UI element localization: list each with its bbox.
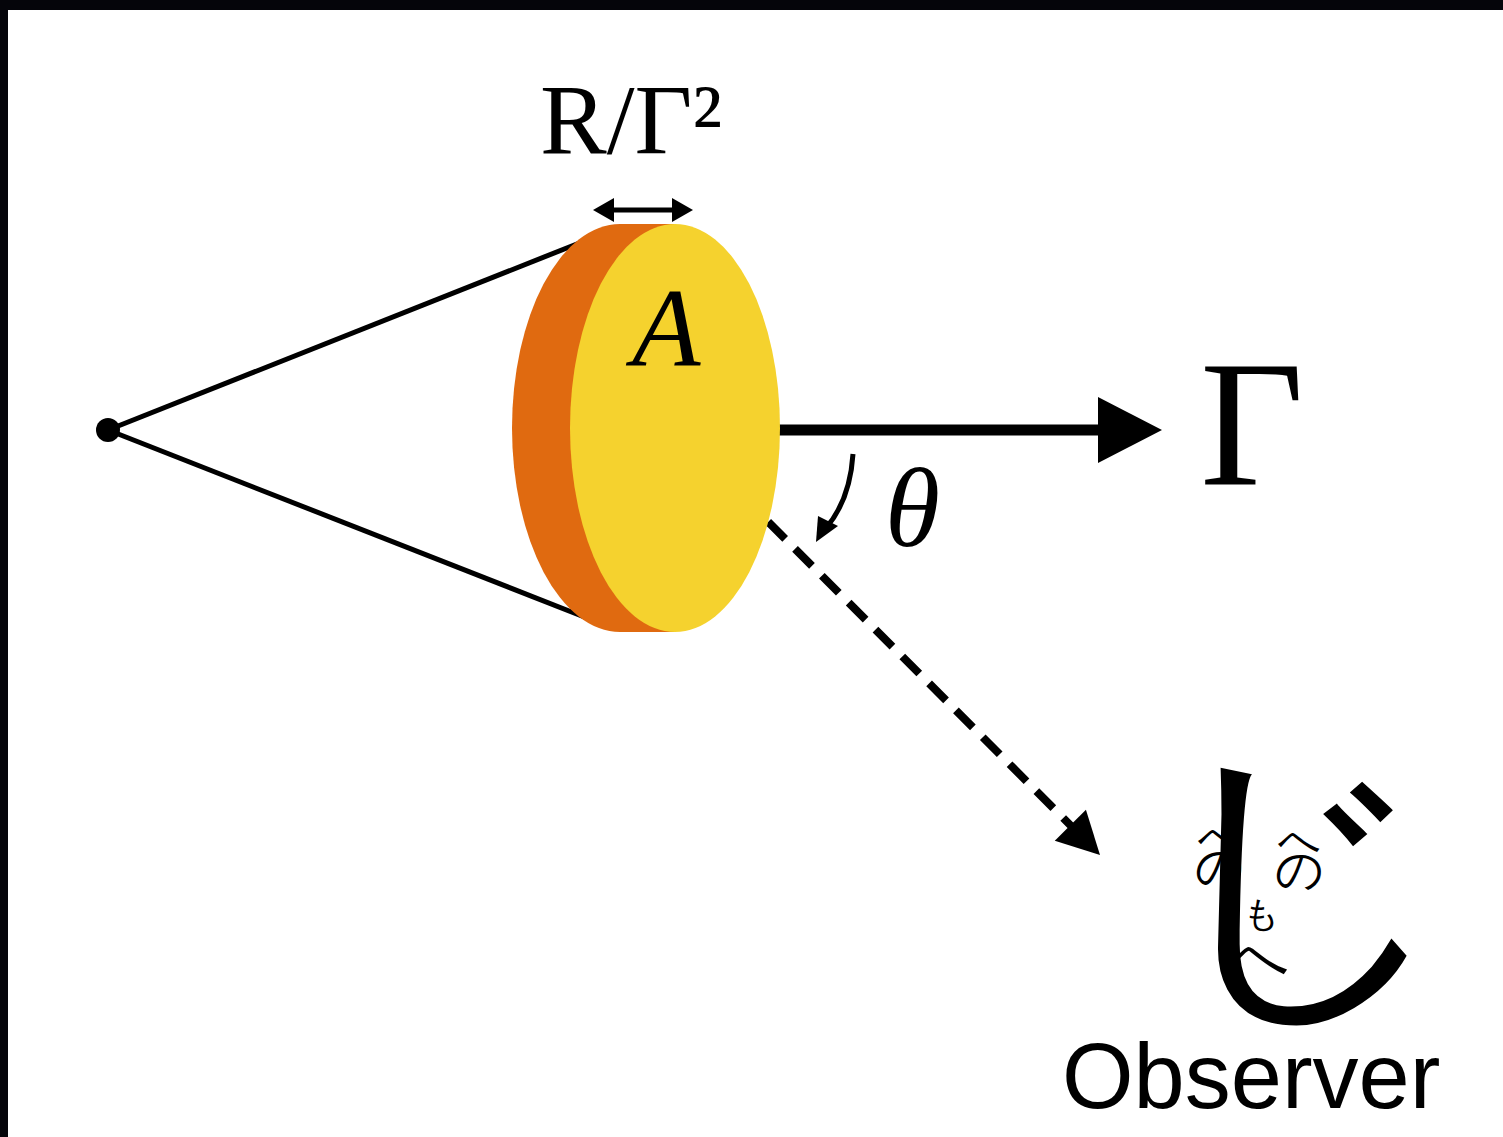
angle-arrow-head xyxy=(816,516,838,542)
shell-face-fill xyxy=(570,224,780,632)
shell-width: R/Γ² xyxy=(540,70,722,170)
lorentz-factor: Γ xyxy=(1200,335,1304,515)
area-symbol: A xyxy=(632,272,700,384)
face-outline: じ xyxy=(1150,728,1457,1028)
viewing-angle: θ xyxy=(885,452,940,564)
width-arrow-head xyxy=(672,198,693,222)
velocity-head xyxy=(1098,397,1162,463)
observer: へのへのもへじObserver xyxy=(1100,740,1470,1110)
line-of-sight xyxy=(768,522,1074,830)
observer-label: Observer xyxy=(1062,1030,1440,1122)
jet-shell: A xyxy=(570,224,780,632)
origin-dot xyxy=(96,418,120,442)
arrow-head xyxy=(1055,810,1100,855)
width-arrow-head xyxy=(593,198,614,222)
angle-arrow xyxy=(826,454,853,528)
